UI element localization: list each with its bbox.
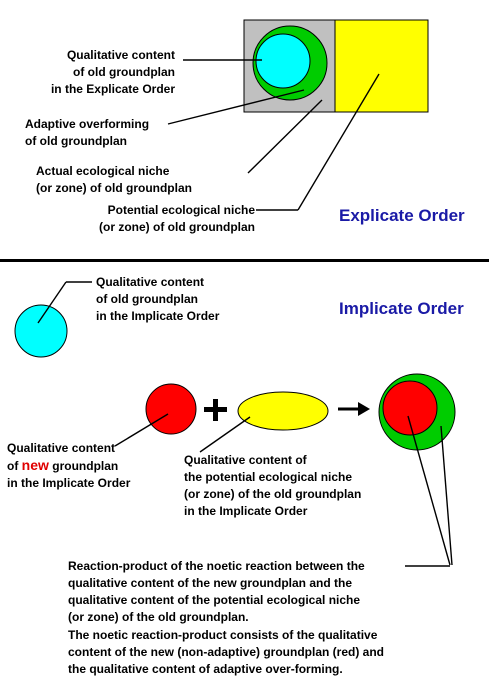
leader-adaptive xyxy=(167,89,305,125)
reaction-consists-text: The noetic reaction-product consists of … xyxy=(68,628,384,676)
leader-reaction-green xyxy=(440,425,453,566)
reaction-product-text: Reaction-product of the noetic reaction … xyxy=(68,559,365,624)
plus-operator xyxy=(204,399,227,421)
label-adaptive-overforming: Adaptive overforming of old groundplan xyxy=(25,117,150,148)
potential-niche-box xyxy=(334,19,429,113)
section-divider xyxy=(0,259,489,262)
arrow-operator xyxy=(338,402,370,416)
reaction-product-red-circle xyxy=(382,380,438,436)
leader-potential-content xyxy=(199,416,251,453)
label-potential-content: Qualitative content of the potential eco… xyxy=(184,453,362,518)
leader-reaction-red xyxy=(407,415,451,566)
potential-niche-ellipse xyxy=(237,391,329,431)
new-content-circle xyxy=(145,383,197,435)
leader-actual-niche xyxy=(247,99,323,174)
label-actual-niche: Actual ecological niche (or zone) of old… xyxy=(36,164,192,195)
label-old-content-implicate: Qualitative content of old groundplan in… xyxy=(96,275,220,323)
old-content-implicate-circle xyxy=(14,304,68,358)
leader-new-content xyxy=(114,413,169,447)
new-word-highlight: new xyxy=(21,457,49,473)
label-new-content: Qualitative content of new groundplan in… xyxy=(7,441,131,490)
leader-old-content-implicate xyxy=(37,281,67,324)
heading-explicate-order: Explicate Order xyxy=(339,206,465,225)
label-potential-niche: Potential ecological niche (or zone) of … xyxy=(99,203,255,234)
leader-potential-niche-diag xyxy=(297,73,380,211)
heading-implicate-order: Implicate Order xyxy=(339,299,464,318)
label-old-content-explicate: Qualitative content of old groundplan in… xyxy=(50,48,175,96)
old-content-explicate-circle xyxy=(255,33,311,89)
